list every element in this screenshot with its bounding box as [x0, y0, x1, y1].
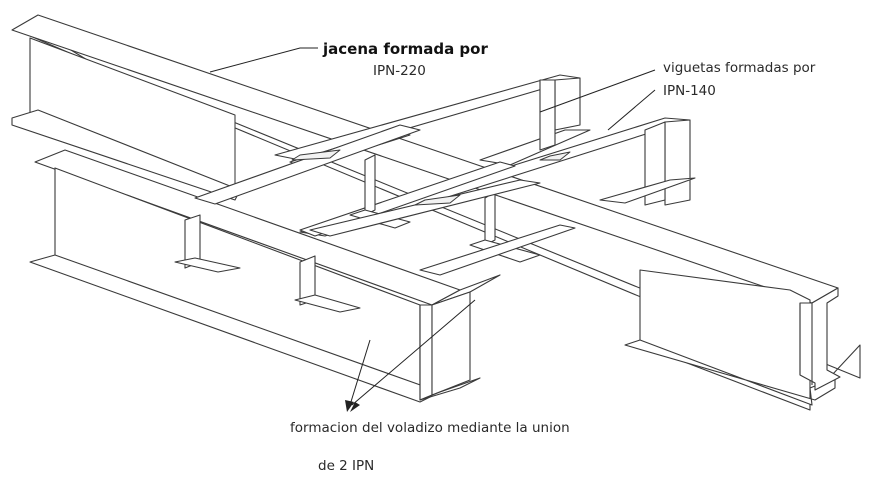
- label-jacena-title: jacena formada por: [323, 40, 488, 58]
- cantilever-front-bottom: [419, 377, 481, 401]
- main-beam-ipn220: [11, 14, 861, 411]
- main-beam-web-right: [639, 269, 811, 411]
- jacena-leader: [209, 47, 318, 73]
- cantilever-frame: [29, 149, 501, 403]
- joist-back-web: [554, 77, 581, 131]
- voladizo-leader-2: [351, 299, 476, 406]
- joist-back-web-face: [539, 79, 556, 151]
- inner-joist-2-top: [194, 124, 421, 205]
- inner-bottom-flange-1: [174, 257, 241, 273]
- joist-front-web: [664, 119, 691, 206]
- inner-joist-4-top: [419, 224, 576, 276]
- label-viguetas-title: viguetas formadas por: [663, 60, 816, 76]
- plate-3: [539, 151, 571, 161]
- viguetas-leader-2: [607, 89, 656, 131]
- leader-lines: [209, 47, 656, 412]
- inner-bottom-flange-2: [294, 294, 361, 313]
- plate-1: [291, 149, 341, 161]
- plate-2: [414, 194, 461, 206]
- label-voladizo-line2: de 2 IPN: [318, 458, 375, 474]
- label-voladizo-line1: formacion del voladizo mediante la union: [290, 420, 570, 436]
- inner-web-right-2: [484, 191, 496, 246]
- connection-plates: [291, 149, 571, 206]
- label-jacena-profile: IPN-220: [373, 63, 426, 79]
- joist-front-bottom-flange: [599, 177, 696, 204]
- inner-joists: [174, 124, 576, 313]
- voladizo-leader-1: [349, 339, 371, 406]
- voladizo-arrow-1: [345, 400, 354, 412]
- viguetas-leader-1: [539, 69, 656, 113]
- main-beam-end-section: [799, 287, 841, 391]
- cantilever-front-web: [431, 291, 471, 396]
- inner-joist-3-top: [299, 161, 516, 237]
- inner-web-right: [364, 154, 376, 216]
- cantilever-front-end: [419, 304, 433, 401]
- joist-back: [274, 74, 591, 166]
- voladizo-arrow-2: [350, 402, 360, 412]
- label-viguetas-profile: IPN-140: [663, 83, 716, 99]
